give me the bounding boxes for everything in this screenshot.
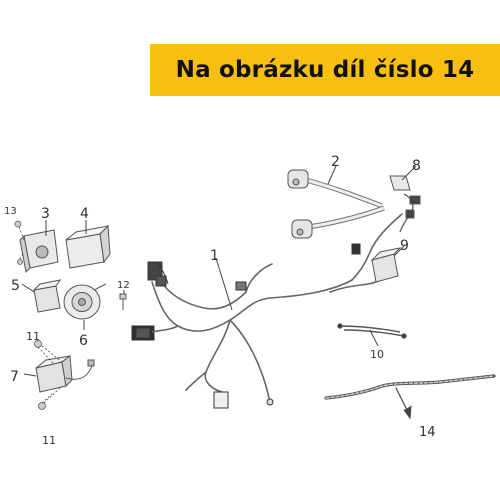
callout-5: 5: [11, 278, 20, 294]
callout-7: 7: [10, 369, 19, 385]
part-8-bracket: [389, 175, 421, 233]
callout-4: 4: [80, 206, 89, 222]
harness-connectors: [131, 243, 361, 409]
part-13-screw: [14, 220, 23, 265]
part-7-unit: [35, 355, 95, 393]
part-2-cables: [287, 169, 385, 239]
callout-11-bottom: 11: [42, 434, 56, 447]
part-3-controller: [19, 229, 59, 274]
callout-9: 9: [400, 238, 409, 254]
highlight-banner: Na obrázku díl číslo 14: [150, 44, 500, 96]
part-1-harness: [151, 213, 403, 403]
part-9-sensor: [370, 247, 402, 283]
callout-13: 13: [4, 206, 17, 217]
callout-11-top: 11: [26, 330, 40, 343]
part-11-leaders: [37, 345, 63, 404]
part-10-wire: [337, 323, 407, 339]
callout-6: 6: [79, 333, 88, 349]
banner-text: Na obrázku díl číslo 14: [175, 57, 475, 83]
part-14-cable: [324, 374, 496, 420]
callout-3: 3: [41, 206, 50, 222]
callout-leaders: [21, 165, 417, 377]
part-12-bolt: [119, 293, 127, 310]
callout-10: 10: [370, 348, 384, 361]
part-13-leader: [18, 226, 25, 260]
part-5-relay: [32, 279, 62, 313]
callout-2: 2: [331, 154, 340, 170]
callout-14: 14: [419, 425, 436, 440]
callout-8: 8: [412, 158, 421, 174]
callout-1: 1: [210, 248, 219, 264]
part-4-module: [65, 224, 111, 269]
part-6-horn: [63, 283, 107, 320]
callout-12: 12: [117, 280, 130, 291]
